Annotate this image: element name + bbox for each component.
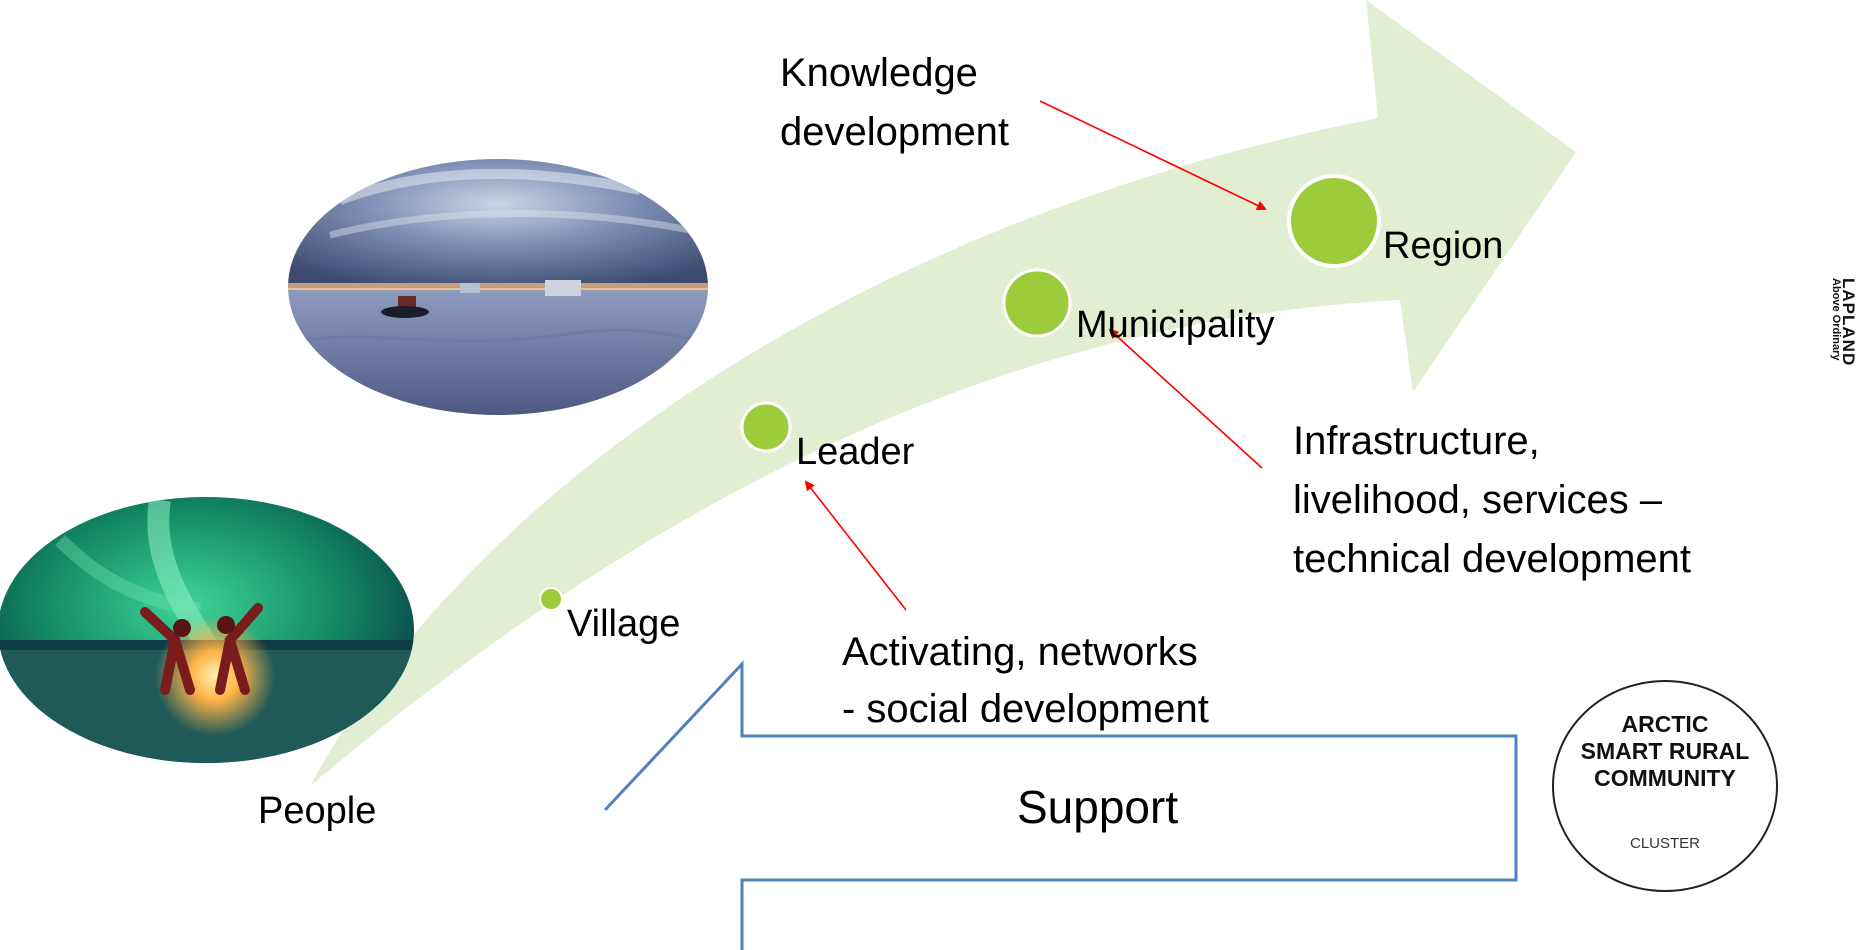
support-arrow — [603, 660, 1518, 950]
village-node — [539, 587, 563, 611]
stage-label-municipality: Municipality — [1076, 304, 1275, 346]
svg-text:livelihood, services –: livelihood, services – — [1293, 478, 1663, 522]
lapland-tagline: Above Ordinary — [1830, 278, 1842, 361]
technical-pointer — [1108, 328, 1263, 469]
technical-development-text: Infrastructure, livelihood, services – t… — [1293, 419, 1691, 581]
svg-text:CLUSTER: CLUSTER — [1630, 835, 1700, 852]
svg-text:Activating, networks: Activating, networks — [842, 630, 1198, 674]
support-label: Support — [1017, 781, 1178, 833]
knowledge-pointer — [1039, 100, 1267, 211]
svg-text:technical development: technical development — [1293, 537, 1691, 581]
municipality-node — [1002, 268, 1072, 338]
lapland-brand-logo: LAPLAND Above Ordinary — [1830, 278, 1860, 408]
svg-text:- social development: - social development — [842, 687, 1209, 731]
svg-text:COMMUNITY: COMMUNITY — [1594, 765, 1736, 791]
leader-node — [740, 401, 792, 453]
svg-text:Infrastructure,: Infrastructure, — [1293, 419, 1540, 463]
stage-label-people: People — [258, 790, 376, 832]
svg-text:development: development — [780, 110, 1009, 154]
growth-arrow — [310, 0, 1576, 786]
social-pointer — [804, 480, 907, 611]
stage-label-leader: Leader — [796, 431, 915, 473]
winter-snowmobile-photo — [288, 159, 708, 415]
region-node — [1287, 174, 1381, 268]
svg-text:Knowledge: Knowledge — [780, 51, 978, 95]
arctic-smart-rural-community-logo: ARCTIC SMART RURAL COMMUNITY CLUSTER — [1552, 680, 1778, 892]
social-development-text: Activating, networks - social developmen… — [842, 630, 1209, 731]
svg-text:SMART RURAL: SMART RURAL — [1581, 738, 1750, 764]
stage-label-region: Region — [1383, 225, 1503, 267]
svg-text:ARCTIC: ARCTIC — [1622, 711, 1709, 737]
stage-label-village: Village — [567, 603, 680, 645]
knowledge-development-text: Knowledge development — [780, 51, 1009, 154]
